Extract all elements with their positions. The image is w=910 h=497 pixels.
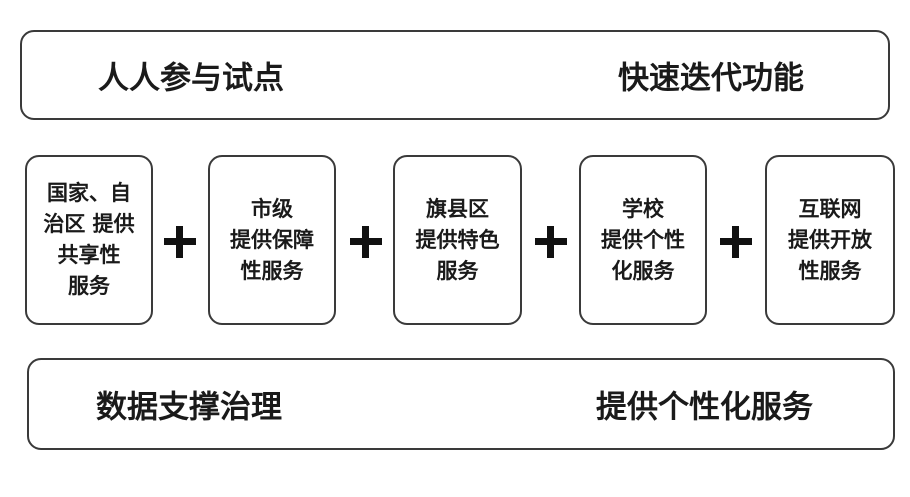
box-line: 互联网 bbox=[798, 196, 862, 221]
box-line: 学校 bbox=[622, 196, 664, 221]
box-line: 国家、自 bbox=[47, 181, 131, 205]
bottom-banner: 数据支撑治理 提供个性化服务 bbox=[27, 358, 895, 450]
box-line: 服务 bbox=[68, 274, 110, 298]
box-line: 化服务 bbox=[611, 258, 675, 283]
plus-icon bbox=[716, 222, 756, 262]
top-banner-left-text: 人人参与试点 bbox=[98, 60, 284, 97]
bottom-banner-right-text: 提供个性化服务 bbox=[596, 389, 813, 426]
top-banner: 人人参与试点 快速迭代功能 bbox=[20, 30, 890, 120]
box-school: 学校 提供个性 化服务 bbox=[579, 155, 707, 325]
box-county: 旗县区 提供特色 服务 bbox=[393, 155, 522, 325]
box-line: 旗县区 bbox=[426, 196, 489, 221]
box-national-regional: 国家、自 治区 提供 共享性 服务 bbox=[25, 155, 153, 325]
box-line: 市级 bbox=[251, 196, 293, 221]
box-line: 共享性 bbox=[57, 243, 121, 267]
plus-icon bbox=[160, 222, 200, 262]
box-line: 提供开放 bbox=[788, 227, 872, 252]
top-banner-right-text: 快速迭代功能 bbox=[618, 60, 804, 97]
box-internet: 互联网 提供开放 性服务 bbox=[765, 155, 895, 325]
box-line: 性服务 bbox=[798, 258, 862, 283]
box-line: 提供保障 bbox=[230, 227, 314, 252]
box-line: 提供特色 bbox=[415, 227, 500, 252]
box-line: 性服务 bbox=[240, 258, 304, 283]
box-city: 市级 提供保障 性服务 bbox=[208, 155, 336, 325]
plus-icon bbox=[346, 222, 386, 262]
plus-icon bbox=[531, 222, 571, 262]
bottom-banner-left-text: 数据支撑治理 bbox=[96, 389, 282, 426]
box-line: 治区 提供 bbox=[43, 212, 135, 236]
box-line: 提供个性 bbox=[601, 227, 685, 252]
box-line: 服务 bbox=[436, 258, 479, 283]
